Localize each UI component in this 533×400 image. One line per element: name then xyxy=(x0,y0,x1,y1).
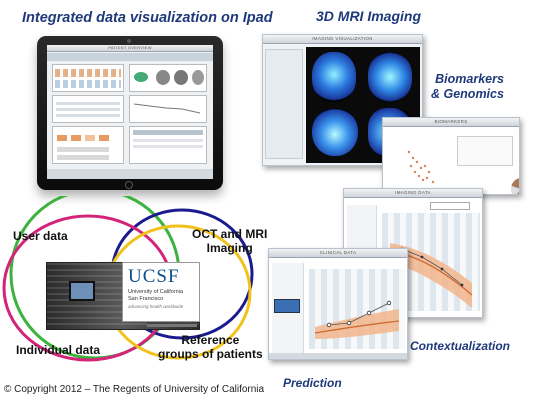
ipad-device: PATIENT OVERVIEW xyxy=(37,36,223,190)
biomarkers-heading: Biomarkers & Genomics xyxy=(431,72,504,102)
ucsf-line2: San Francisco xyxy=(128,296,164,302)
mri-screen-title: IMAGING VISUALIZATION xyxy=(312,36,373,41)
reference-groups-label: Reference groups of patients xyxy=(158,333,263,361)
biomarkers-side-wheel-icon xyxy=(511,178,519,194)
copyright-text: © Copyright 2012 – The Regents of Univer… xyxy=(4,384,265,395)
prediction-bottom-bar xyxy=(269,353,407,359)
biomarkers-heading-line1: Biomarkers xyxy=(435,72,504,86)
contextualization-dropdown[interactable] xyxy=(430,202,470,210)
mri-slice-1 xyxy=(312,52,356,102)
prediction-screen-title: CLINICAL DATA xyxy=(319,250,357,255)
reference-groups-line2: groups of patients xyxy=(158,347,263,361)
prediction-heading: Prediction xyxy=(283,376,342,390)
ipad-widget-chart xyxy=(52,64,124,92)
biomarkers-heading-line2: & Genomics xyxy=(431,87,504,101)
ucsf-logo-card: UCSF University of California San Franci… xyxy=(122,262,200,322)
biomarkers-screen: BIOMARKERS xyxy=(382,117,520,195)
ipad-widget-line xyxy=(129,95,207,123)
ucsf-tagline: advancing health worldwide xyxy=(128,304,184,309)
biomarkers-scatter xyxy=(399,132,449,192)
contextualization-heading: Contextualization xyxy=(410,339,511,353)
ipad-widget-bars xyxy=(52,126,124,164)
ipad-widget-list xyxy=(129,126,207,164)
oct-mri-label-line1: OCT and MRI xyxy=(192,227,268,241)
user-data-label: User data xyxy=(13,229,68,243)
contextualization-screen-title: IMAGING DATA xyxy=(395,190,431,195)
ipad-toolbar xyxy=(47,53,213,61)
oct-mri-label-line2: Imaging xyxy=(206,241,253,255)
ipad-bottom-bar xyxy=(47,169,213,179)
prediction-plot xyxy=(309,269,405,349)
biomarkers-screen-title: BIOMARKERS xyxy=(434,119,468,124)
mri-slice-3 xyxy=(312,108,358,156)
ucsf-line1: University of California xyxy=(128,289,184,295)
prediction-sidebar xyxy=(272,263,304,355)
ucsf-logo: UCSF xyxy=(128,266,180,287)
individual-data-label: Individual data xyxy=(16,343,101,357)
ipad-heading: Integrated data visualization on Ipad xyxy=(22,10,273,26)
oct-mri-label: OCT and MRI Imaging xyxy=(192,227,267,255)
reference-groups-line1: Reference xyxy=(181,333,240,347)
server-monitor xyxy=(69,281,95,301)
ipad-widget-table xyxy=(52,95,124,123)
mri-sidebar xyxy=(265,49,303,159)
ipad-screen: PATIENT OVERVIEW xyxy=(47,45,213,179)
ipad-camera-icon xyxy=(127,39,131,43)
biomarkers-info-box xyxy=(457,136,513,166)
mri-slice-2 xyxy=(368,52,412,102)
prediction-screen: CLINICAL DATA xyxy=(268,248,408,360)
ipad-screen-title: PATIENT OVERVIEW xyxy=(108,45,152,50)
mri-heading: 3D MRI Imaging xyxy=(316,8,422,24)
ipad-widget-images xyxy=(129,64,207,92)
ipad-home-button[interactable] xyxy=(125,181,133,189)
prediction-toggle-button[interactable] xyxy=(274,299,300,313)
